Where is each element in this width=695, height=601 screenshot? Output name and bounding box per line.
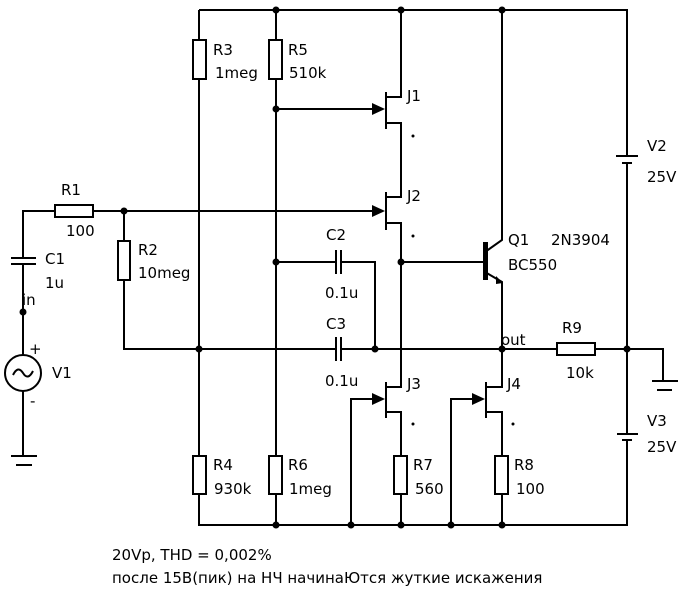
value-C2: 0.1u — [325, 284, 358, 302]
wire-j3-gate — [350, 398, 374, 525]
resistor-R2[interactable] — [117, 240, 131, 281]
ground-icon — [11, 455, 37, 466]
label-C3: C3 — [326, 315, 346, 333]
battery-V2[interactable] — [616, 155, 638, 164]
ac-source-V1[interactable] — [4, 354, 42, 392]
net-label-in: in — [22, 291, 36, 309]
label-R6: R6 — [288, 456, 308, 474]
label-R9: R9 — [562, 319, 582, 337]
value-C3: 0.1u — [325, 372, 358, 390]
battery-V3[interactable] — [617, 433, 638, 441]
wire-c2 — [276, 261, 376, 349]
label-J2: J2 — [406, 187, 421, 205]
label-C1: C1 — [45, 250, 65, 268]
value-R4: 930k — [214, 480, 252, 498]
resistor-R7[interactable] — [393, 455, 408, 495]
label-Q1: Q1 — [508, 231, 529, 249]
value-R7: 560 — [415, 480, 444, 498]
sine-icon — [12, 368, 34, 378]
label-C2: C2 — [326, 226, 346, 244]
value-R2: 10meg — [138, 264, 190, 282]
value-R6: 1meg — [289, 480, 332, 498]
capacitor-C2[interactable] — [335, 250, 342, 274]
wire-jfet-stack — [386, 10, 402, 525]
label-V3: V3 — [647, 412, 667, 430]
ground-icon — [652, 380, 678, 391]
note-distortion: после 15В(пик) на НЧ начинаЮтся жуткие и… — [112, 569, 542, 587]
label-R5: R5 — [288, 41, 308, 59]
label-V1: V1 — [52, 364, 72, 382]
value-R3: 1meg — [215, 64, 258, 82]
note-thd: 20Vp, THD = 0,002% — [112, 546, 272, 564]
label-J1: J1 — [406, 87, 421, 105]
resistor-R6[interactable] — [268, 455, 283, 495]
label-V2: V2 — [647, 137, 667, 155]
jfet-J1[interactable] — [372, 92, 387, 129]
label-J4: J4 — [506, 375, 521, 393]
jfet-J3[interactable] — [372, 382, 387, 418]
value-R8: 100 — [516, 480, 545, 498]
resistor-R9[interactable] — [556, 342, 596, 356]
value-V3: 25V — [647, 438, 677, 456]
capacitor-C3[interactable] — [335, 337, 342, 361]
jfet-J2[interactable] — [372, 192, 387, 230]
resistor-R3[interactable] — [192, 39, 207, 80]
value-V2: 25V — [647, 168, 677, 186]
label-R4: R4 — [213, 456, 233, 474]
label-R7: R7 — [413, 456, 433, 474]
label-J3: J3 — [406, 375, 421, 393]
wire-top-rail — [198, 9, 628, 526]
value-R5: 510k — [289, 64, 327, 82]
resistor-R8[interactable] — [494, 455, 509, 495]
model-Q1: 2N3904 — [551, 231, 610, 249]
label-R1: R1 — [61, 181, 81, 199]
resistor-R1[interactable] — [54, 204, 94, 218]
resistor-R4[interactable] — [192, 455, 207, 495]
capacitor-C1[interactable] — [11, 257, 36, 265]
junction-dots — [19, 6, 631, 529]
value-R1: 100 — [66, 222, 95, 240]
label-R2: R2 — [138, 241, 158, 259]
v1-minus: - — [30, 392, 35, 410]
label-R3: R3 — [213, 41, 233, 59]
value-R9: 10k — [566, 364, 594, 382]
net-label-out: out — [501, 331, 526, 349]
wire-j4-gate — [450, 398, 474, 525]
jfet-J4[interactable] — [472, 382, 487, 418]
v1-plus: + — [29, 340, 42, 358]
value-C1: 1u — [45, 274, 64, 292]
transistor-Q1[interactable] — [483, 242, 503, 284]
label-R8: R8 — [514, 456, 534, 474]
value-Q1: BC550 — [508, 256, 557, 274]
resistor-R5[interactable] — [268, 39, 283, 80]
